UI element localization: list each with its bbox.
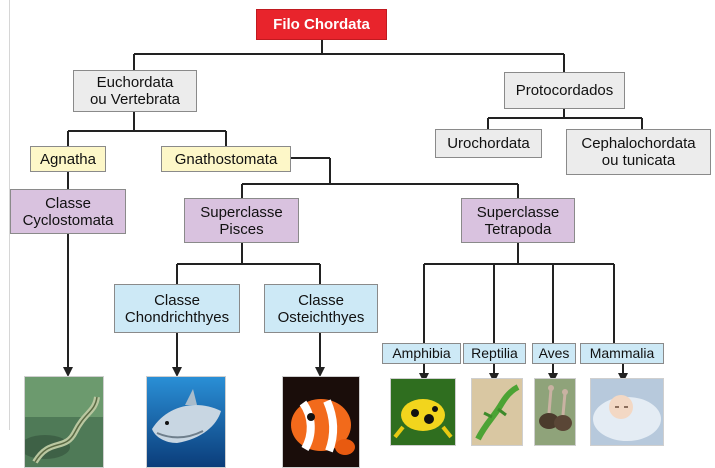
node-classe-osteichthyes: Classe Osteichthyes xyxy=(264,284,378,333)
node-superclasse-pisces: Superclasse Pisces xyxy=(184,198,299,243)
node-gnathostomata: Gnathostomata xyxy=(161,146,291,172)
frog-photo xyxy=(390,378,456,446)
node-amphibia: Amphibia xyxy=(382,343,461,364)
node-reptilia: Reptilia xyxy=(463,343,526,364)
node-superclasse-tetrapoda: Superclasse Tetrapoda xyxy=(461,198,575,243)
ostrich-photo xyxy=(534,378,576,446)
node-classe-cyclostomata: Classe Cyclostomata xyxy=(10,189,126,234)
node-classe-chondrichthyes: Classe Chondrichthyes xyxy=(114,284,240,333)
baby-photo xyxy=(590,378,664,446)
node-euchordata-vertebrata: Euchordata ou Vertebrata xyxy=(73,70,197,112)
node-cephalochordata: Cephalochordata ou tunicata xyxy=(566,129,711,175)
node-filo-chordata: Filo Chordata xyxy=(256,9,387,40)
shark-photo xyxy=(146,376,226,468)
clownfish-photo xyxy=(282,376,360,468)
lizard-photo xyxy=(471,378,523,446)
node-urochordata: Urochordata xyxy=(435,129,542,158)
node-aves: Aves xyxy=(532,343,576,364)
node-mammalia: Mammalia xyxy=(580,343,664,364)
node-protocordados: Protocordados xyxy=(504,72,625,109)
lamprey-photo xyxy=(24,376,104,468)
node-agnatha: Agnatha xyxy=(30,146,106,172)
